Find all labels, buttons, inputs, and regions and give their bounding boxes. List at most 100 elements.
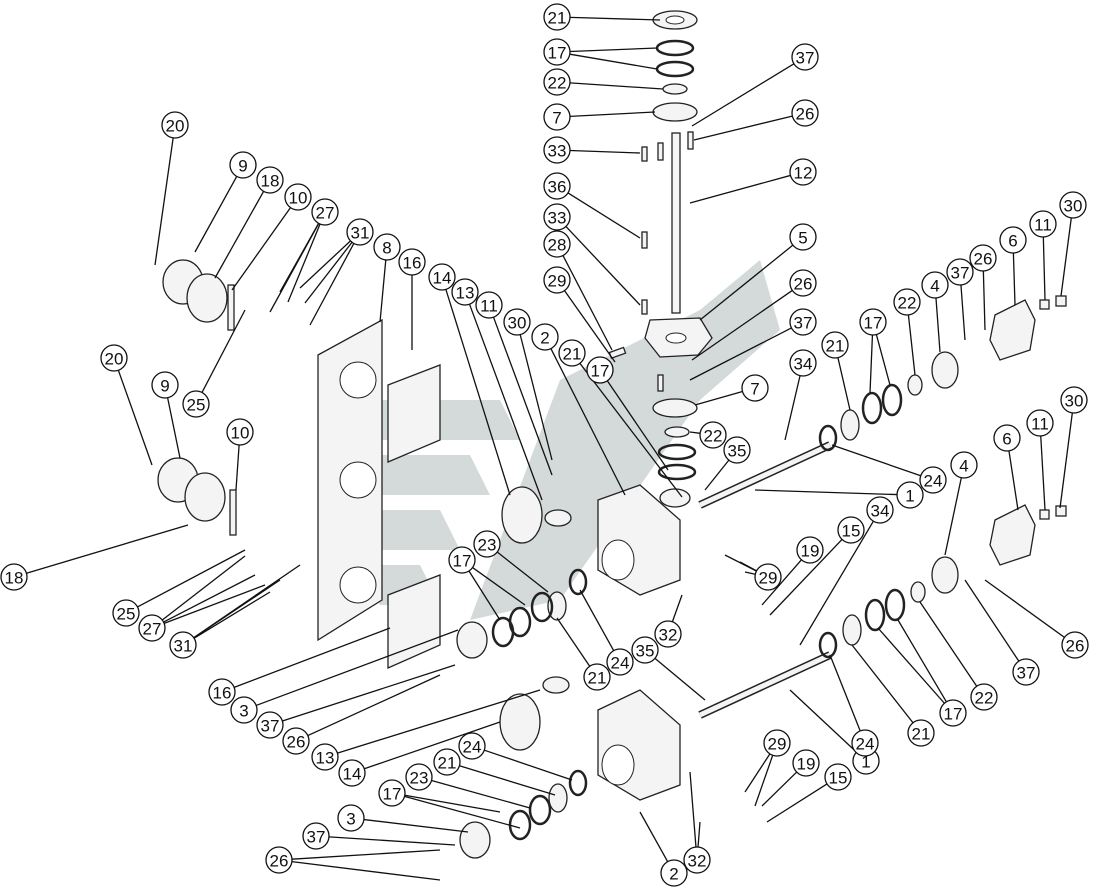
callout-circle [1029, 210, 1057, 238]
callout-number: 11 [480, 297, 498, 316]
callout-26: 26 [282, 674, 441, 755]
callout-21: 21 [558, 339, 683, 498]
callout-number: 14 [343, 765, 362, 784]
callout-number: 13 [316, 749, 335, 768]
callout-circle [226, 418, 254, 446]
callout-26: 26 [691, 269, 817, 361]
callout-circle [338, 759, 366, 787]
leader-line [754, 489, 898, 496]
leader-line [194, 176, 238, 253]
callout-circle [654, 620, 682, 648]
leader-line [569, 16, 661, 21]
leader-line [744, 571, 756, 575]
callout-circle [907, 719, 935, 747]
callout-10: 10 [226, 418, 254, 491]
leader-line [269, 223, 320, 313]
callout-number: 32 [688, 852, 707, 871]
callout-circle [583, 663, 611, 691]
callout-number: 16 [403, 254, 422, 273]
leader-line [984, 579, 1065, 638]
callout-number: 4 [930, 277, 939, 296]
leader-line [699, 244, 794, 321]
leader-line [1040, 435, 1046, 511]
callout-circle [741, 374, 769, 402]
callout-number: 22 [704, 427, 723, 446]
leader-line [255, 629, 459, 707]
callout-number: 7 [552, 109, 561, 128]
callout-29: 29 [744, 729, 791, 807]
callout-18: 18 [0, 524, 189, 591]
callout-22: 22 [919, 601, 998, 711]
callout-number: 29 [548, 272, 567, 291]
callout-31: 31 [299, 218, 374, 326]
callout-10: 10 [231, 183, 312, 291]
leader-line [404, 794, 501, 813]
callout-number: 15 [842, 522, 861, 541]
callout-5: 5 [699, 223, 817, 321]
leader-line [496, 551, 549, 593]
callout-circle [543, 68, 571, 96]
callout-number: 10 [289, 189, 308, 208]
callout-number: 27 [143, 620, 162, 639]
callout-number: 21 [912, 725, 931, 744]
callout-26: 26 [969, 244, 997, 331]
callout-29: 29 [724, 554, 782, 591]
leader-line [919, 601, 978, 687]
callout-number: 4 [959, 457, 968, 476]
leader-line [1059, 412, 1073, 509]
callout-circle [950, 451, 978, 479]
callout-21: 21 [543, 3, 661, 31]
callout-number: 17 [453, 552, 472, 571]
callout-circle [208, 678, 236, 706]
leader-line [831, 444, 921, 477]
callout-circle [896, 481, 924, 509]
callout-30: 30 [503, 308, 553, 461]
leader-line [193, 591, 271, 639]
callout-16: 16 [398, 248, 426, 350]
callout-circle [543, 136, 571, 164]
callout-circle [999, 226, 1027, 254]
callout-number: 11 [1034, 216, 1052, 235]
callout-circle [256, 711, 284, 739]
callout-number: 1 [861, 753, 870, 772]
callout-8: 8 [373, 233, 401, 323]
callout-circle [543, 38, 571, 66]
callout-35: 35 [704, 436, 751, 491]
callout-2: 2 [639, 811, 688, 887]
callout-32: 32 [683, 771, 711, 874]
leader-line [606, 380, 669, 471]
callout-circle [970, 683, 998, 711]
callout-circle [473, 530, 501, 558]
leader-line [654, 657, 706, 701]
callout-number: 35 [636, 642, 655, 661]
callout-circle [169, 631, 197, 659]
callout-23: 23 [473, 530, 549, 593]
callout-number: 13 [456, 284, 475, 303]
callout-number: 29 [768, 735, 787, 754]
callout-circle [543, 266, 571, 294]
callout-circle [631, 636, 659, 664]
callout-number: 26 [796, 105, 815, 124]
callout-20: 20 [154, 111, 189, 266]
callout-circle [866, 496, 894, 524]
leader-line [468, 303, 543, 501]
callout-30: 30 [1059, 386, 1088, 509]
callout-14: 14 [428, 263, 511, 496]
callout-17: 17 [586, 356, 669, 471]
callout-26: 26 [984, 579, 1089, 659]
leader-line [691, 289, 793, 361]
callout-36: 36 [543, 172, 641, 239]
callout-circle [754, 563, 782, 591]
leader-line [309, 243, 355, 326]
callout-circle [475, 291, 503, 319]
callout-circle [311, 743, 339, 771]
leader-line [328, 836, 456, 846]
callout-20: 20 [100, 344, 153, 466]
callout-4: 4 [944, 451, 978, 556]
callout-circle [373, 233, 401, 261]
callout-number: 7 [750, 380, 759, 399]
leader-line [565, 226, 641, 306]
callout-number: 17 [383, 785, 402, 804]
leader-line [569, 149, 641, 154]
callout-9: 9 [151, 371, 181, 459]
